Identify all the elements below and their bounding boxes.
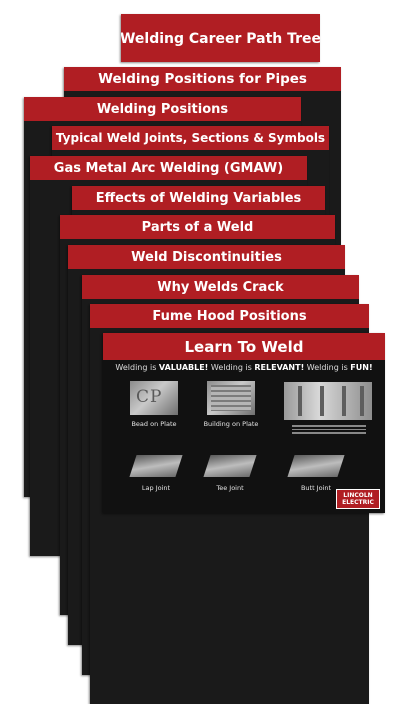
butt-joint-image (287, 455, 345, 477)
tagline-text: Welding is (304, 363, 351, 372)
legend-line (292, 425, 366, 427)
tagline-emphasis: FUN! (350, 363, 373, 372)
lincoln-electric-logo: LINCOLN ELECTRIC (336, 489, 380, 509)
poster-title: Weld Discontinuities (68, 245, 345, 269)
building-on-plate-image (207, 381, 255, 415)
poster-title: Effects of Welding Variables (72, 186, 325, 210)
poster-title: Welding Positions (24, 97, 301, 121)
sample-caption: Lap Joint (141, 484, 171, 492)
sample-caption: Tee Joint (216, 484, 244, 492)
legend-line (292, 432, 366, 434)
tagline-emphasis: VALUABLE! (158, 363, 209, 372)
poster-title: Why Welds Crack (82, 275, 359, 299)
learn-tagline: Welding is VALUABLE! Welding is RELEVANT… (103, 363, 385, 372)
poster-title: Parts of a Weld (60, 215, 335, 239)
sample-building-on-plate: Building on Plate (204, 381, 258, 428)
tee-joint-image (203, 455, 257, 477)
tagline-text: Welding is (208, 363, 255, 372)
poster-title: Fume Hood Positions (90, 304, 369, 328)
poster-title: Learn To Weld (103, 333, 385, 360)
legend-line (292, 428, 366, 430)
poster-title: Welding Positions for Pipes (64, 67, 341, 91)
bead-on-plate-image: CP (130, 381, 178, 415)
test-plate-weld (320, 386, 324, 416)
cp-weld-mark: CP (136, 387, 163, 407)
tagline-emphasis: RELEVANT! (254, 363, 305, 372)
sample-caption: Butt Joint (300, 484, 332, 492)
sample-bead-on-plate: CP Bead on Plate (130, 381, 178, 428)
poster-title: Welding Career Path Tree (121, 31, 320, 47)
poster-welding-career-path-tree: Welding Career Path Tree (121, 14, 320, 62)
sample-caption: Building on Plate (203, 420, 259, 428)
logo-text: LINCOLN (343, 492, 373, 499)
test-plate-legend (284, 423, 372, 434)
poster-title: Gas Metal Arc Welding (GMAW) (30, 156, 307, 180)
weld-test-plate-image (284, 382, 372, 420)
poster-learn-to-weld: Learn To Weld Welding is VALUABLE! Weldi… (103, 333, 385, 513)
weld-bead-lines (211, 385, 251, 411)
logo-text: ELECTRIC (342, 499, 374, 506)
test-plate-weld (342, 386, 346, 416)
sample-caption: Bead on Plate (131, 420, 177, 428)
tagline-text: Welding is (115, 363, 159, 372)
test-plate-weld (360, 386, 364, 416)
poster-title: Typical Weld Joints, Sections & Symbols (52, 126, 329, 150)
lap-joint-image (129, 455, 183, 477)
test-plate-weld (298, 386, 302, 416)
